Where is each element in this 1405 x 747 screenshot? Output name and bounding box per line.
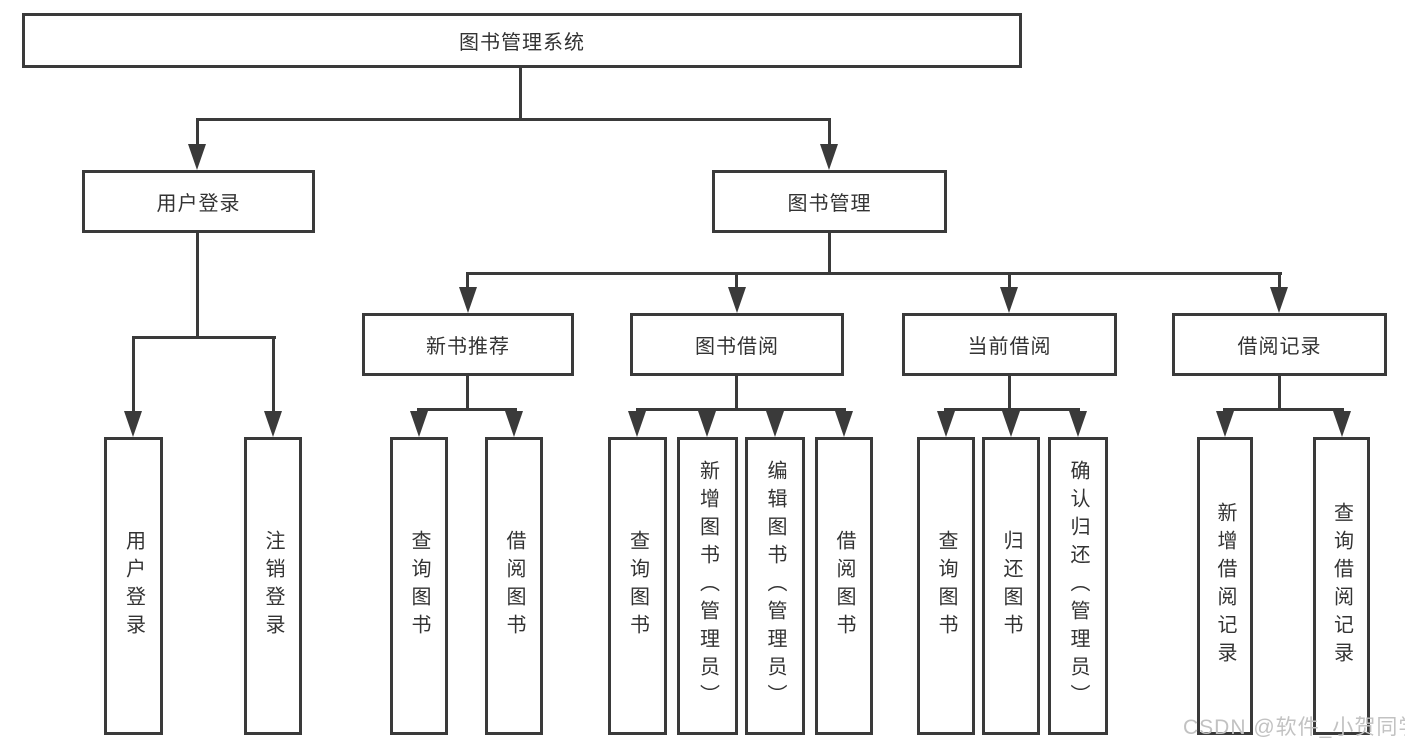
node-label: 查询图书 bbox=[935, 530, 957, 642]
connector-line bbox=[132, 336, 276, 339]
node-leaf-confirm-return-admin: 确认归还（管理员） bbox=[1048, 437, 1108, 735]
connector-line bbox=[1008, 272, 1011, 290]
connector-line bbox=[196, 233, 199, 339]
node-book-management: 图书管理 bbox=[712, 170, 947, 233]
connector-line bbox=[944, 408, 1080, 411]
node-leaf-add-books-admin: 新增图书（管理员） bbox=[677, 437, 738, 735]
arrow-down-icon bbox=[505, 411, 523, 437]
arrow-down-icon bbox=[766, 411, 784, 437]
arrow-down-icon bbox=[1000, 287, 1018, 313]
node-user-login: 用户登录 bbox=[82, 170, 315, 233]
node-label: 确认归还（管理员） bbox=[1067, 460, 1089, 712]
node-label: 借阅图书 bbox=[503, 530, 525, 642]
connector-line bbox=[196, 118, 831, 121]
node-leaf-logout: 注销登录 bbox=[244, 437, 302, 735]
node-label: 新增图书（管理员） bbox=[696, 460, 719, 712]
arrow-down-icon bbox=[459, 287, 477, 313]
node-leaf-borrow-books-2: 借阅图书 bbox=[815, 437, 873, 735]
arrow-down-icon bbox=[1069, 411, 1087, 437]
connector-line bbox=[1278, 376, 1281, 411]
node-label: 查询借阅记录 bbox=[1330, 502, 1353, 670]
node-library-management-system: 图书管理系统 bbox=[22, 13, 1022, 68]
node-label: 编辑图书（管理员） bbox=[764, 460, 786, 712]
connector-line bbox=[828, 233, 831, 275]
node-label: 借阅图书 bbox=[833, 530, 855, 642]
arrow-down-icon bbox=[835, 411, 853, 437]
node-borrowing-records: 借阅记录 bbox=[1172, 313, 1387, 376]
arrow-down-icon bbox=[124, 411, 142, 437]
arrow-down-icon bbox=[628, 411, 646, 437]
arrow-down-icon bbox=[728, 287, 746, 313]
connector-line bbox=[466, 272, 469, 290]
node-leaf-edit-books-admin: 编辑图书（管理员） bbox=[745, 437, 805, 735]
connector-line bbox=[466, 272, 1282, 275]
node-label: 图书借阅 bbox=[695, 336, 779, 358]
arrow-down-icon bbox=[820, 144, 838, 170]
node-label: 新书推荐 bbox=[426, 336, 510, 358]
node-leaf-user-login: 用户登录 bbox=[104, 437, 163, 735]
connector-line bbox=[1223, 408, 1344, 411]
connector-line bbox=[1278, 272, 1281, 290]
watermark: CSDN @软件_小贺同学 bbox=[1183, 716, 1405, 739]
connector-line bbox=[466, 376, 469, 411]
connector-line bbox=[636, 408, 846, 411]
node-leaf-query-books-3: 查询图书 bbox=[917, 437, 975, 735]
connector-line bbox=[196, 118, 199, 148]
node-label: 用户登录 bbox=[156, 193, 241, 215]
connector-line bbox=[132, 336, 135, 416]
arrow-down-icon bbox=[937, 411, 955, 437]
arrow-down-icon bbox=[1333, 411, 1351, 437]
node-leaf-query-books-2: 查询图书 bbox=[608, 437, 667, 735]
node-label: 借阅记录 bbox=[1237, 336, 1322, 358]
node-label: 查询图书 bbox=[626, 530, 649, 642]
node-label: 注销登录 bbox=[262, 530, 284, 642]
node-leaf-query-borrow-record: 查询借阅记录 bbox=[1313, 437, 1370, 735]
connector-line bbox=[735, 376, 738, 411]
node-leaf-return-books: 归还图书 bbox=[982, 437, 1040, 735]
node-leaf-add-borrow-record: 新增借阅记录 bbox=[1197, 437, 1253, 735]
arrow-down-icon bbox=[410, 411, 428, 437]
connector-line bbox=[1008, 376, 1011, 411]
arrow-down-icon bbox=[264, 411, 282, 437]
node-leaf-borrow-books-1: 借阅图书 bbox=[485, 437, 543, 735]
node-new-book-recommend: 新书推荐 bbox=[362, 313, 574, 376]
arrow-down-icon bbox=[698, 411, 716, 437]
connector-line bbox=[735, 272, 738, 290]
node-label: 新增借阅记录 bbox=[1214, 502, 1236, 670]
node-current-borrowing: 当前借阅 bbox=[902, 313, 1117, 376]
connector-line bbox=[519, 68, 522, 121]
node-label: 查询图书 bbox=[408, 530, 430, 642]
arrow-down-icon bbox=[1270, 287, 1288, 313]
node-leaf-query-books-1: 查询图书 bbox=[390, 437, 448, 735]
arrow-down-icon bbox=[1002, 411, 1020, 437]
node-label: 图书管理系统 bbox=[459, 32, 585, 54]
connector-line bbox=[272, 336, 275, 416]
node-label: 用户登录 bbox=[122, 530, 145, 642]
connector-line bbox=[828, 118, 831, 148]
arrow-down-icon bbox=[188, 144, 206, 170]
node-book-borrowing: 图书借阅 bbox=[630, 313, 844, 376]
arrow-down-icon bbox=[1216, 411, 1234, 437]
node-label: 归还图书 bbox=[1000, 530, 1022, 642]
node-label: 图书管理 bbox=[787, 193, 872, 215]
connector-line bbox=[417, 408, 517, 411]
node-label: 当前借阅 bbox=[967, 336, 1052, 358]
